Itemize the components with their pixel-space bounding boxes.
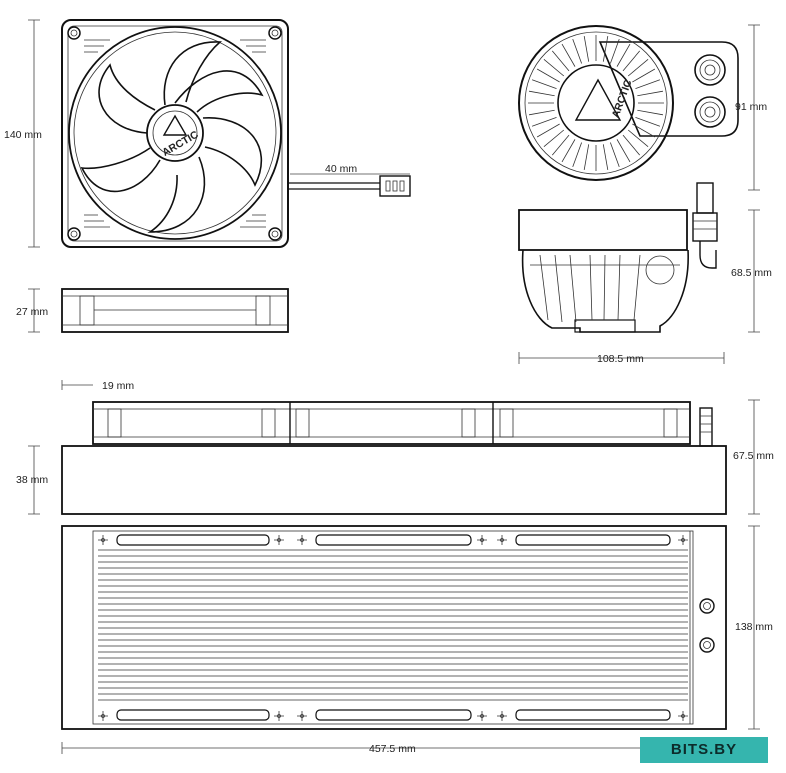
- radiator-total-thickness-dimension: 67.5 mm: [733, 399, 774, 515]
- pump-fin: [627, 129, 649, 148]
- screw-mark: [678, 535, 688, 545]
- pump-top-fins: [528, 35, 664, 171]
- radiator-height-label: 138 mm: [735, 621, 773, 633]
- pump-fin: [543, 58, 565, 77]
- pump-fin: [602, 35, 609, 62]
- pump-fin: [632, 68, 656, 83]
- radiator-fan-offset-dimension: 19 mm: [61, 380, 134, 392]
- pump-fin: [637, 109, 664, 116]
- screw-mark: [297, 711, 307, 721]
- radiator-screw-marks: [98, 535, 688, 721]
- screw-dot: [101, 714, 105, 718]
- pump-fin: [616, 139, 631, 163]
- radiator-thickness-dimension: 38 mm: [16, 445, 48, 515]
- pump-fin: [572, 38, 583, 64]
- pump-fin: [551, 134, 570, 156]
- pump-fin: [561, 43, 576, 67]
- screw-mark: [497, 535, 507, 545]
- pump-fin: [561, 139, 576, 163]
- screw-mark: [98, 535, 108, 545]
- screw-mark: [297, 535, 307, 545]
- screw-dot: [500, 714, 504, 718]
- pump-fin: [602, 144, 609, 171]
- screw-dot: [500, 538, 504, 542]
- pump-fin: [583, 144, 590, 171]
- fan-height-dimension: 140 mm: [4, 19, 42, 248]
- pump-fin: [622, 50, 641, 72]
- pump-fin: [632, 123, 656, 138]
- pump-width-label: 108.5 mm: [597, 353, 644, 365]
- pump-fin: [531, 116, 557, 127]
- radiator-length-label: 457.5 mm: [369, 743, 416, 755]
- pump-fin: [551, 50, 570, 72]
- screw-dot: [681, 538, 685, 542]
- fan-cable: [288, 175, 411, 197]
- pump-fin: [572, 142, 583, 168]
- pump-fin: [627, 58, 649, 77]
- fan-cable-dimension: 40 mm: [290, 163, 410, 175]
- pump-fin: [635, 79, 661, 90]
- fan-mounting-holes: [67, 26, 282, 241]
- pump-fin: [536, 123, 560, 138]
- pump-fin: [528, 90, 555, 97]
- screw-mark: [477, 535, 487, 545]
- radiator-fan-offset-label: 19 mm: [102, 380, 134, 392]
- screw-dot: [300, 538, 304, 542]
- pump-fin: [543, 129, 565, 148]
- pump-side-height-label: 68.5 mm: [731, 267, 772, 279]
- screw-dot: [681, 714, 685, 718]
- pump-fin: [531, 79, 557, 90]
- pump-fin: [609, 142, 620, 168]
- screw-dot: [277, 714, 281, 718]
- fan-thickness-label: 27 mm: [16, 306, 48, 318]
- screw-mark: [477, 711, 487, 721]
- pump-fin: [536, 68, 560, 83]
- screw-mark: [497, 711, 507, 721]
- pump-fittings-top: [694, 54, 726, 128]
- pump-top-height-dimension: 91 mm: [735, 24, 767, 191]
- pump-fin: [609, 38, 620, 64]
- fan-blades: [80, 41, 264, 233]
- screw-mark: [678, 711, 688, 721]
- fan-side-view: [61, 288, 289, 333]
- pump-top-view: ARCTIC: [518, 25, 739, 181]
- pump-fin: [635, 116, 661, 127]
- pump-width-dimension: 108.5 mm: [518, 352, 725, 365]
- screw-mark: [274, 535, 284, 545]
- fan-cable-label: 40 mm: [325, 163, 357, 175]
- pump-fin: [583, 35, 590, 62]
- screw-dot: [480, 538, 484, 542]
- radiator-height-dimension: 138 mm: [735, 525, 773, 730]
- pump-side-view: [518, 182, 718, 333]
- radiator-fins: [98, 549, 688, 701]
- pump-fin: [616, 43, 631, 67]
- screw-mark: [98, 711, 108, 721]
- radiator-front-view: [61, 525, 727, 730]
- fan-front-view: ARCTIC: [61, 19, 411, 248]
- fan-height-label: 140 mm: [4, 129, 42, 141]
- pump-side-height-dimension: 68.5 mm: [731, 209, 772, 333]
- radiator-thickness-label: 38 mm: [16, 474, 48, 486]
- screw-dot: [300, 714, 304, 718]
- pump-top-height-label: 91 mm: [735, 101, 767, 113]
- radiator-ports: [699, 598, 715, 653]
- screw-dot: [480, 714, 484, 718]
- screw-dot: [277, 538, 281, 542]
- radiator-side-view: [61, 401, 727, 515]
- fan-thickness-dimension: 27 mm: [16, 288, 48, 333]
- radiator-total-thickness-label: 67.5 mm: [733, 450, 774, 462]
- pump-fin: [637, 90, 664, 97]
- screw-mark: [274, 711, 284, 721]
- radiator-length-dimension: 457.5 mm: [61, 742, 727, 755]
- screw-dot: [101, 538, 105, 542]
- pump-fin: [622, 134, 641, 156]
- pump-fin: [528, 109, 555, 116]
- watermark-badge: BITS.BY: [640, 737, 768, 763]
